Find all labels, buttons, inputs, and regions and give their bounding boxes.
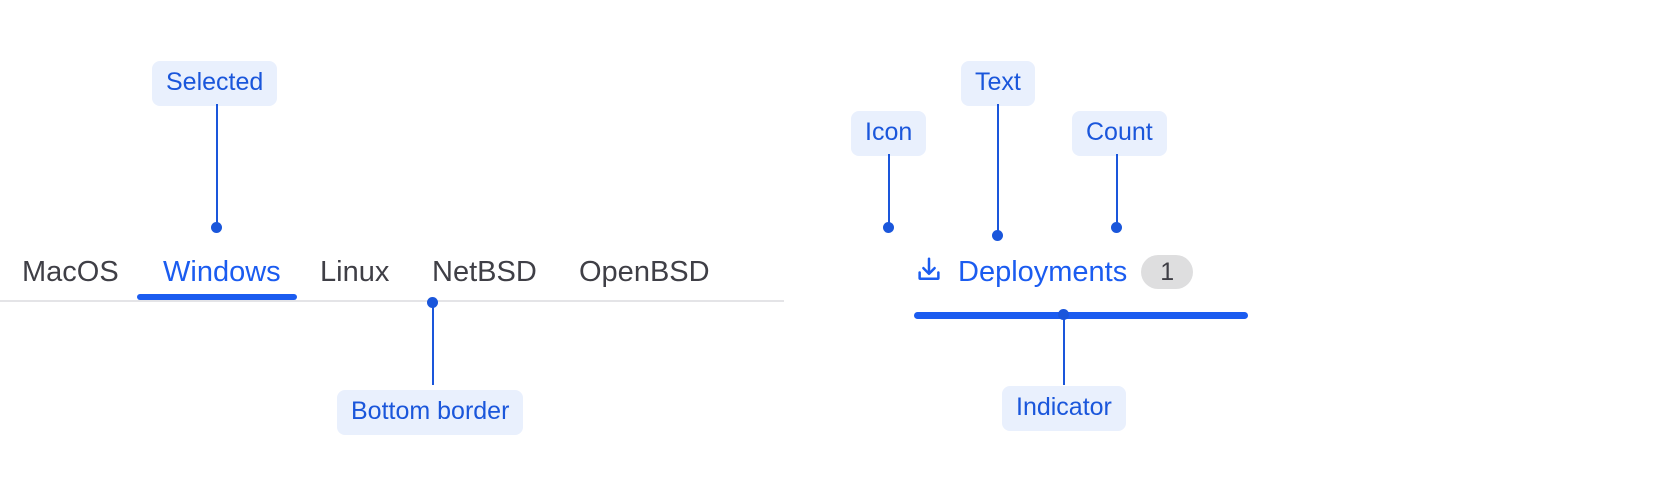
annotation-count-label: Count	[1072, 111, 1167, 156]
tab-linux-label: Linux	[320, 256, 390, 288]
selected-tab-indicator	[137, 294, 297, 300]
annotation-indicator-dot	[1058, 309, 1069, 320]
annotation-text-label: Text	[961, 61, 1035, 106]
tab-netbsd[interactable]: NetBSD	[432, 258, 537, 287]
tab-windows-label: Windows	[163, 256, 281, 288]
annotation-selected-label: Selected	[152, 61, 278, 106]
os-tab-bar: MacOS Windows Linux NetBSD OpenBSD	[0, 244, 784, 302]
annotation-count-leader	[1116, 154, 1118, 227]
tab-deployments[interactable]: Deployments 1	[914, 244, 1194, 300]
tab-macos[interactable]: MacOS	[22, 258, 119, 287]
annotation-icon-dot	[883, 222, 894, 233]
annotation-text-leader	[997, 104, 999, 235]
annotation-bottom-border-dot	[427, 297, 438, 308]
tab-deployments-count-badge: 1	[1141, 255, 1194, 289]
annotation-icon-label: Icon	[851, 111, 927, 156]
tab-openbsd[interactable]: OpenBSD	[579, 258, 710, 287]
tab-windows[interactable]: Windows	[163, 258, 281, 287]
tab-linux[interactable]: Linux	[320, 258, 389, 287]
annotation-selected-leader	[216, 104, 218, 228]
annotation-bottom-border-label: Bottom border	[337, 390, 524, 435]
annotation-bottom-border-leader	[432, 303, 434, 385]
deployments-tab-indicator	[914, 312, 1248, 319]
annotation-count-dot	[1111, 222, 1122, 233]
annotation-text-dot	[992, 230, 1003, 241]
annotation-indicator-label: Indicator	[1002, 386, 1126, 431]
annotation-indicator-leader	[1063, 315, 1065, 385]
tab-netbsd-label: NetBSD	[432, 256, 537, 288]
annotation-selected-dot	[211, 222, 222, 233]
tab-macos-label: MacOS	[22, 256, 119, 288]
tab-openbsd-label: OpenBSD	[579, 256, 710, 288]
download-icon	[914, 255, 944, 290]
annotation-icon-leader	[888, 154, 890, 227]
tab-deployments-label: Deployments	[958, 255, 1128, 288]
